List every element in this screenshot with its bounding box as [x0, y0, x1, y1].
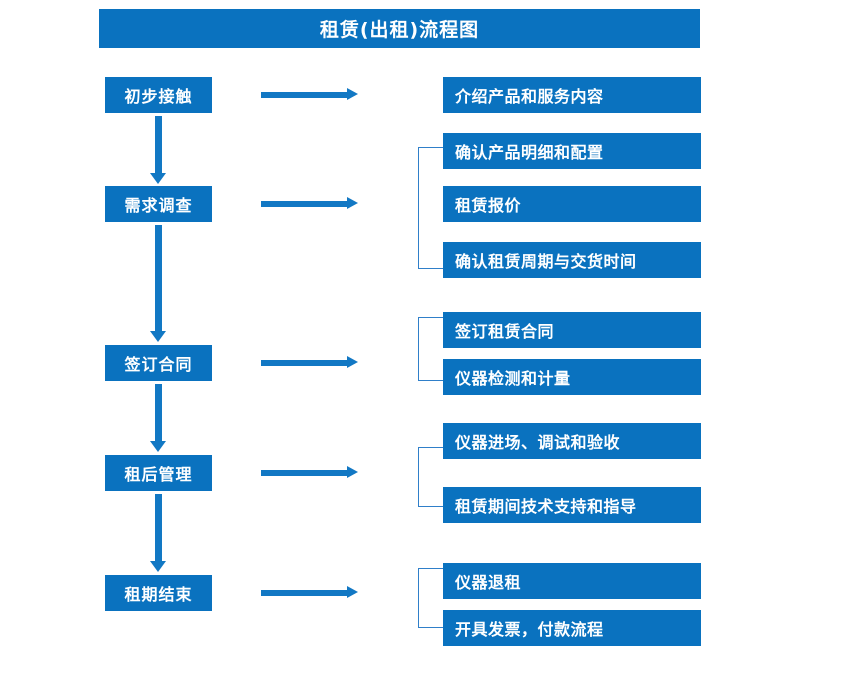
- detail-box-instrument-test[interactable]: 仪器检测和计量: [443, 359, 701, 395]
- stage-box-lease-end[interactable]: 租期结束: [105, 575, 212, 611]
- detail-box-sign-lease-contract[interactable]: 签订租赁合同: [443, 312, 701, 348]
- detail-box-confirm-period[interactable]: 确认租赁周期与交货时间: [443, 242, 701, 278]
- stage-box-needs-survey[interactable]: 需求调查: [105, 186, 212, 222]
- detail-box-introduce-products[interactable]: 介绍产品和服务内容: [443, 77, 701, 113]
- detail-box-rental-quote[interactable]: 租赁报价: [443, 186, 701, 222]
- stage-box-sign-contract[interactable]: 签订合同: [105, 345, 212, 381]
- stage-box-post-rental[interactable]: 租后管理: [105, 455, 212, 491]
- bracket-connector-icon-needs-survey: [418, 147, 443, 269]
- bracket-connector-icon-post-rental: [418, 447, 443, 507]
- arrow-down-icon-survey-to-contract: [150, 225, 166, 342]
- bracket-connector-icon-lease-end: [418, 568, 443, 628]
- arrow-down-icon-postrental-to-leaseend: [150, 494, 166, 572]
- chart-title: 租赁(出租)流程图: [99, 9, 700, 48]
- detail-box-tech-support[interactable]: 租赁期间技术支持和指导: [443, 487, 701, 523]
- stage-box-initial-contact[interactable]: 初步接触: [105, 77, 212, 113]
- arrow-down-icon-contract-to-postrental: [150, 384, 166, 452]
- detail-box-instrument-return[interactable]: 仪器退租: [443, 563, 701, 599]
- detail-box-invoice-payment[interactable]: 开具发票，付款流程: [443, 610, 701, 646]
- detail-box-instrument-install[interactable]: 仪器进场、调试和验收: [443, 423, 701, 459]
- bracket-connector-icon-sign-contract: [418, 317, 443, 381]
- detail-box-confirm-spec[interactable]: 确认产品明细和配置: [443, 133, 701, 169]
- arrow-down-icon-contact-to-survey: [150, 116, 166, 184]
